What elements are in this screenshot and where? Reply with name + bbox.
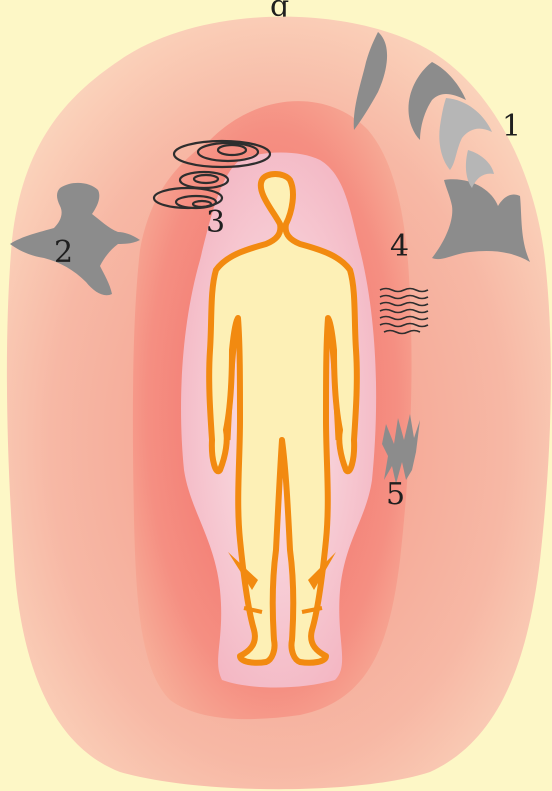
label-3: 3 xyxy=(206,205,225,240)
label-4: 4 xyxy=(390,229,409,264)
label-2: 2 xyxy=(54,235,73,270)
label-1: 1 xyxy=(502,109,521,144)
label-5: 5 xyxy=(386,477,405,512)
